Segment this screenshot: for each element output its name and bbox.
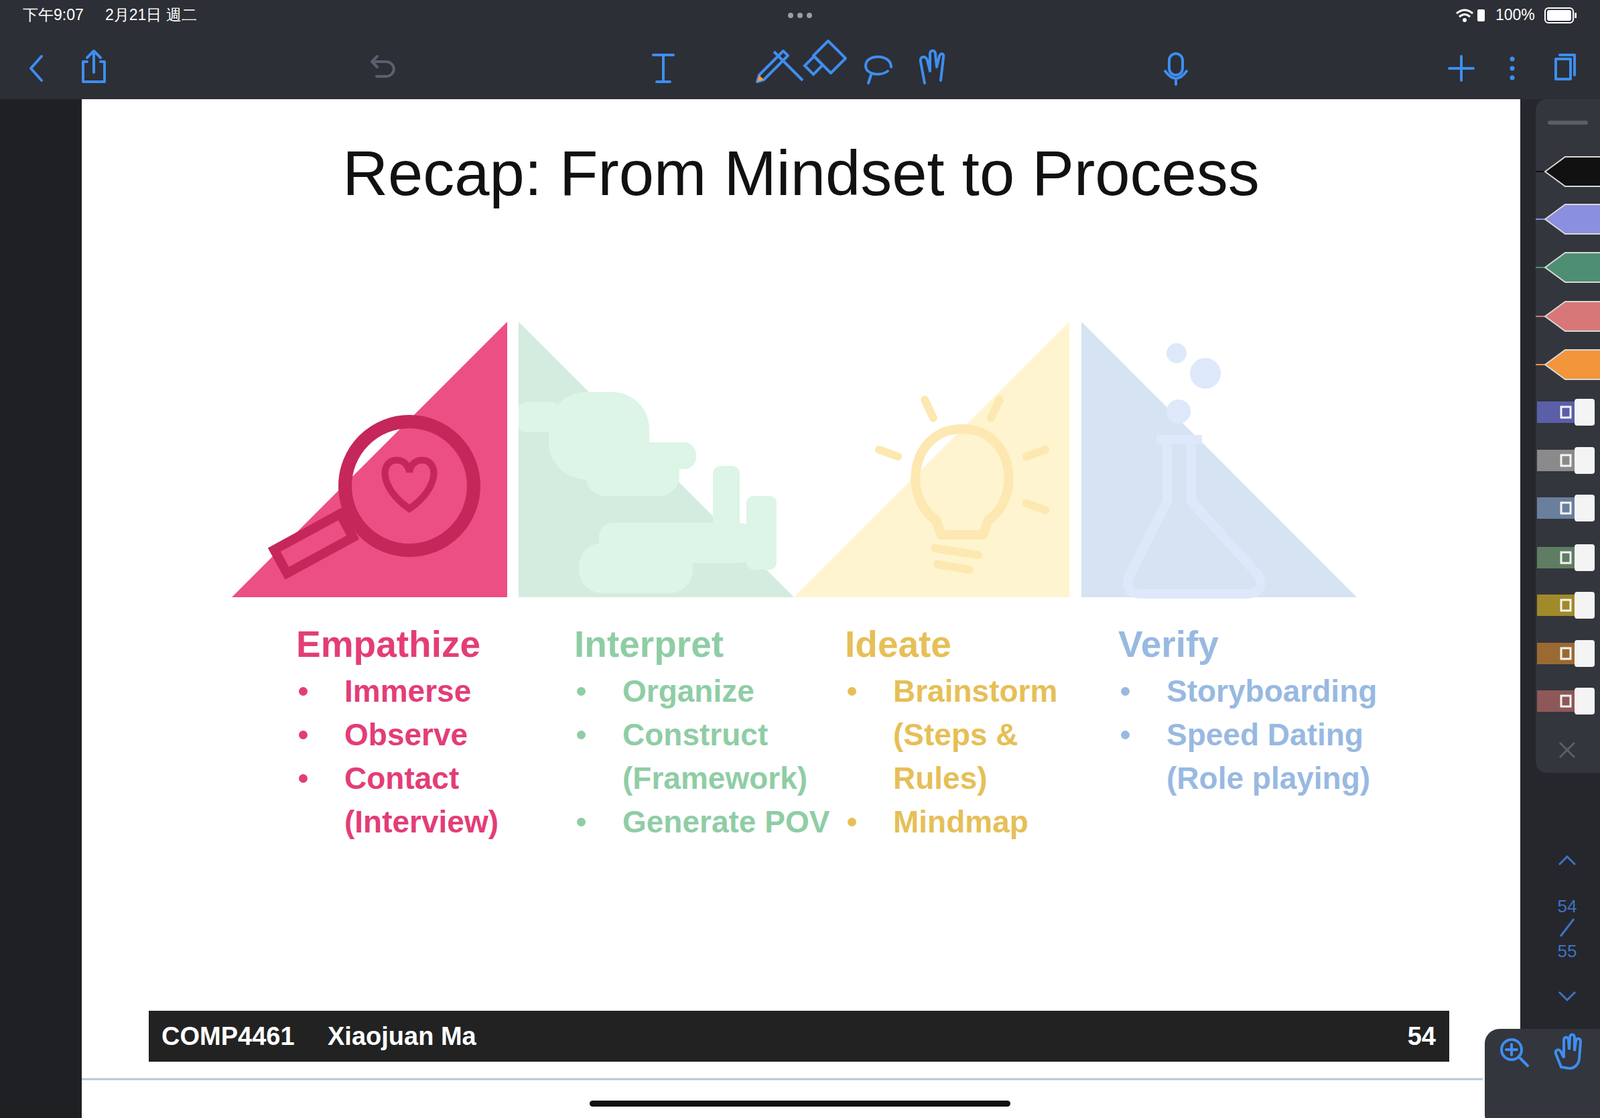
- stage-icon: [518, 391, 777, 593]
- process-stage: IdeateBrainstorm (Steps & Rules)Mindmap: [793, 321, 1070, 851]
- lecturer-name: Xiaojuan Ma: [327, 1023, 477, 1049]
- battery-level: 100%: [1495, 7, 1536, 23]
- slide-number: 54: [1407, 1023, 1436, 1049]
- stage-heading: Ideate: [844, 621, 1064, 666]
- bullet-text: Organize: [622, 669, 847, 713]
- bullet-item: Observe: [296, 712, 546, 757]
- bullet-text: Mindmap: [893, 800, 1064, 844]
- bullet-text: Storyboarding: [1166, 669, 1388, 713]
- stage-triangle: [231, 321, 508, 597]
- bullet-text: Speed Dating (Role playing): [1166, 712, 1388, 800]
- status-time: 下午9:07: [22, 7, 84, 23]
- bullet-item: Construct (Framework): [574, 712, 847, 800]
- bullet-dot: [576, 730, 586, 740]
- bullet-text: Observe: [344, 712, 546, 757]
- current-page: 54: [1547, 897, 1588, 915]
- stage-icon: [879, 399, 1046, 570]
- stage-text: InterpretOrganizeConstruct (Framework)Ge…: [574, 621, 847, 844]
- bullet-item: Organize: [574, 669, 847, 713]
- bullet-item: Contact (Interview): [296, 756, 546, 844]
- bullet-item: Speed Dating (Role playing): [1118, 712, 1388, 800]
- bullet-dot: [847, 817, 857, 827]
- page-count: 55: [1547, 942, 1588, 960]
- stage-text: IdeateBrainstorm (Steps & Rules)Mindmap: [844, 621, 1064, 844]
- bullet-item: Immerse: [296, 669, 546, 713]
- stage-icon: [274, 421, 474, 573]
- bullet-text: Brainstorm (Steps & Rules): [893, 669, 1064, 800]
- bullet-item: Storyboarding: [1118, 669, 1388, 713]
- slide-title: Recap: From Mindset to Process: [81, 136, 1521, 212]
- stage-icon: [1127, 343, 1261, 594]
- stage-heading: Verify: [1118, 621, 1388, 666]
- bullet-text: Contact (Interview): [344, 756, 546, 844]
- bullet-item: Mindmap: [844, 800, 1064, 844]
- bullet-dot: [298, 773, 308, 783]
- course-code: COMP4461: [161, 1023, 295, 1049]
- bullet-dot: [298, 730, 308, 740]
- stage-triangle: [518, 321, 794, 597]
- process-stage: InterpretOrganizeConstruct (Framework)Ge…: [518, 321, 851, 851]
- bullet-dot: [1120, 686, 1130, 696]
- bullet-item: Brainstorm (Steps & Rules): [844, 669, 1064, 800]
- bullet-text: Generate POV: [622, 800, 847, 844]
- bullet-text: Immerse: [344, 669, 546, 713]
- stage-triangle: [1081, 321, 1357, 597]
- bullet-dot: [298, 686, 308, 696]
- bullet-dot: [847, 686, 857, 696]
- bullet-dot: [576, 817, 586, 827]
- stage-text: VerifyStoryboardingSpeed Dating (Role pl…: [1118, 621, 1388, 800]
- stage-triangle: [793, 321, 1070, 597]
- stage-text: EmpathizeImmerseObserveContact (Intervie…: [296, 621, 546, 844]
- stage-heading: Empathize: [296, 621, 546, 666]
- bullet-item: Generate POV: [574, 800, 847, 844]
- process-stage: EmpathizeImmerseObserveContact (Intervie…: [231, 321, 550, 851]
- bullet-dot: [1120, 730, 1130, 740]
- bullet-text: Construct (Framework): [622, 712, 847, 800]
- bullet-dot: [576, 686, 586, 696]
- process-stage: VerifyStoryboardingSpeed Dating (Role pl…: [1081, 321, 1392, 807]
- status-date: 2月21日 週二: [105, 7, 197, 23]
- stage-heading: Interpret: [574, 621, 847, 666]
